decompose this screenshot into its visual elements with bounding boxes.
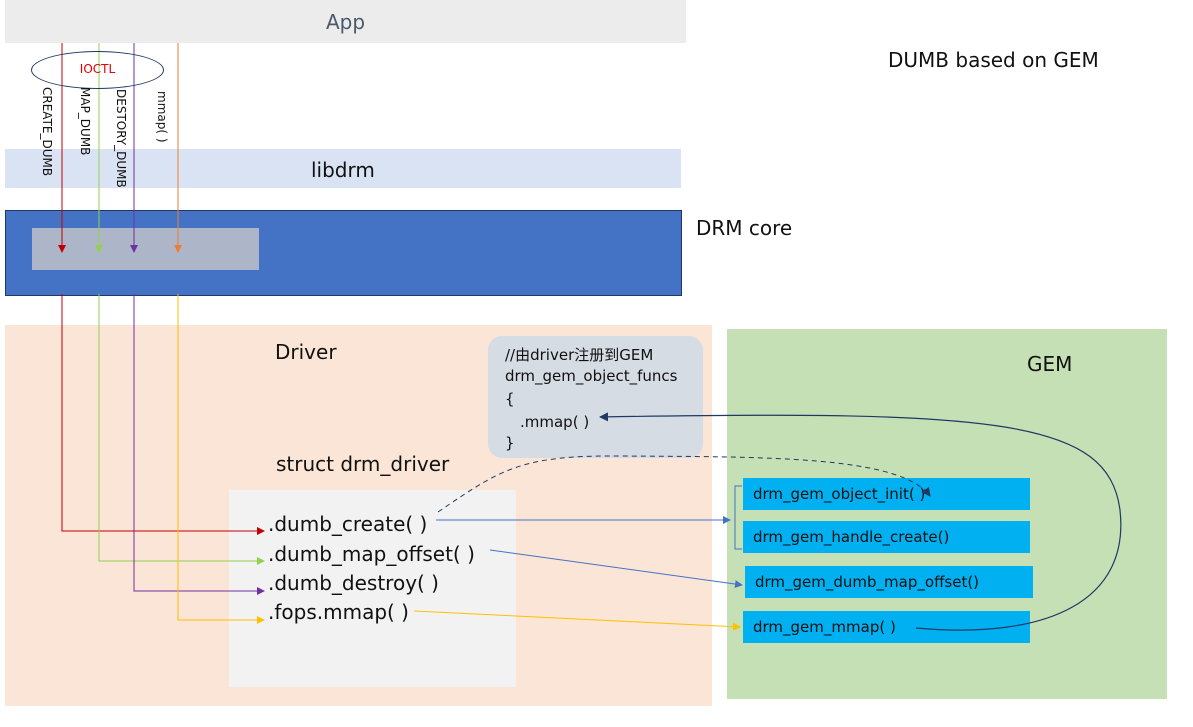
driver-fn-dumb-map-offset: .dumb_map_offset( ) [268, 542, 475, 566]
driver-fn-fops-mmap: .fops.mmap( ) [268, 600, 409, 624]
create-dumb-call-label: CREATE_DUMB [40, 87, 54, 177]
dumb-create-to-object-init-dashed-arrow [437, 455, 931, 513]
driver-fn-dumb-create: .dumb_create( ) [268, 512, 428, 536]
gem-mmap-to-callout-mmap-arrow [599, 412, 1122, 631]
drm-core-label: DRM core [696, 216, 793, 240]
app-label: App [325, 10, 366, 34]
mmap-call-label: mmap( ) [155, 91, 169, 143]
dumb-map-offset-to-gem-arrow [489, 549, 743, 588]
fops-mmap-to-gem-arrow [413, 610, 741, 631]
gem-fn-mmap: drm_gem_mmap( ) [743, 611, 1030, 643]
driver-label: Driver [275, 340, 337, 364]
callout-close-brace: } [505, 434, 515, 452]
destory-dumb-call-label: DESTORY_DUMB [114, 89, 128, 188]
struct-drm-driver-box [229, 490, 516, 687]
callout-mmap-member: .mmap( ) [520, 413, 590, 431]
drm-core-ioctl-dispatch [32, 228, 259, 270]
gem-fn-object-init: drm_gem_object_init( ) [743, 478, 1030, 510]
callout-struct-name: drm_gem_object_funcs [505, 367, 678, 385]
gem-fn-dumb-map-offset: drm_gem_dumb_map_offset() [745, 566, 1033, 598]
callout-open-brace: { [505, 390, 515, 408]
gem-object-funcs-callout [488, 336, 703, 458]
gem-fn-handle-create: drm_gem_handle_create() [743, 521, 1030, 553]
gem-create-group-bracket [734, 485, 742, 550]
libdrm-label: libdrm [311, 158, 375, 182]
gem-label: GEM [1027, 352, 1073, 376]
struct-drm-driver-label: struct drm_driver [276, 452, 450, 476]
ioctl-ellipse [31, 51, 164, 89]
dumb-destroy-dispatch-arrow [133, 294, 265, 595]
callout-comment: //由driver注册到GEM [505, 346, 654, 364]
libdrm-layer [5, 149, 681, 188]
driver-fn-dumb-destroy: .dumb_destroy( ) [268, 571, 439, 595]
app-layer [5, 0, 686, 43]
dumb-map-offset-dispatch-arrow [98, 294, 265, 565]
diagram-title: DUMB based on GEM [888, 48, 1099, 72]
map-dumb-call-label: MAP_DUMB [78, 87, 92, 156]
dumb-create-dispatch-arrow [61, 294, 265, 535]
ioctl-label: IOCTL [79, 62, 116, 76]
fops-mmap-dispatch-arrow [177, 294, 265, 624]
